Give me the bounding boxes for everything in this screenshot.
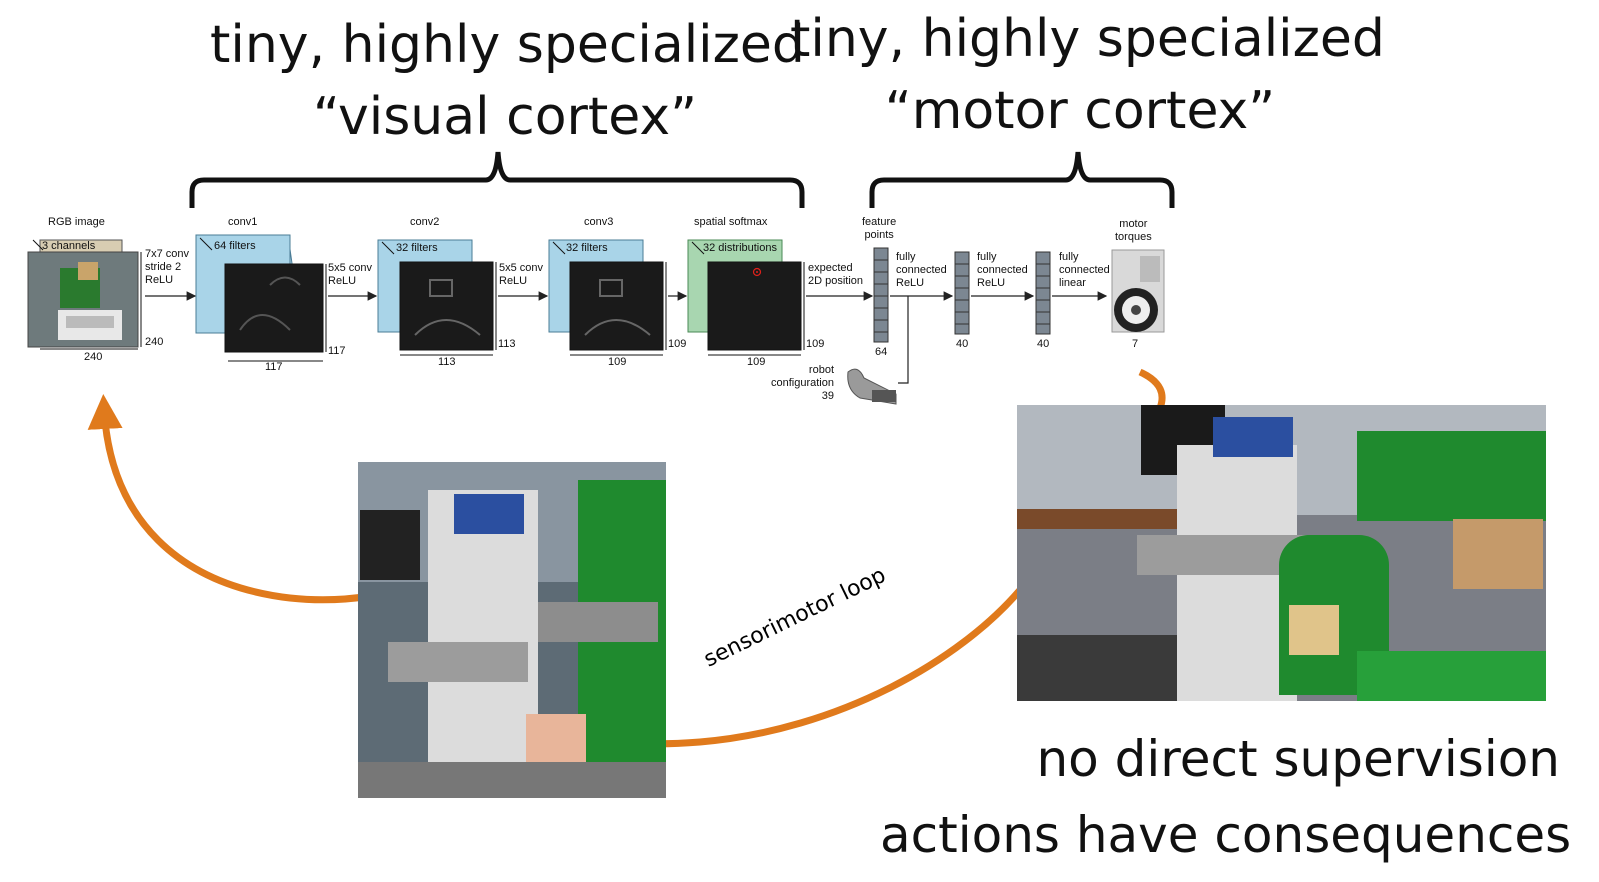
fc1-label: fully connected ReLU bbox=[896, 251, 947, 290]
visual-heading-line1: tiny, highly specialized bbox=[210, 15, 805, 75]
feature-points-label: feature points bbox=[862, 216, 896, 242]
motor-count-label: 7 bbox=[1132, 338, 1139, 350]
fc3-line3: linear bbox=[1059, 277, 1086, 289]
fc2-column bbox=[1035, 251, 1051, 335]
visual-cortex-heading: tiny, highly specialized “visual cortex” bbox=[210, 14, 805, 148]
motor-image bbox=[1111, 249, 1165, 333]
feature-line1: feature bbox=[862, 216, 897, 228]
fc2-count-label: 40 bbox=[1037, 338, 1050, 350]
fc2-line2: connected bbox=[977, 264, 1028, 276]
conv2-filters-label: 32 filters bbox=[396, 242, 438, 254]
conv3-height-label: 109 bbox=[668, 338, 687, 350]
feature-points-column bbox=[873, 247, 889, 343]
rgb-image-stack bbox=[27, 239, 139, 348]
conv1-height-label: 117 bbox=[328, 345, 346, 357]
robot-photo-right bbox=[1017, 405, 1546, 701]
fc2-label: fully connected ReLU bbox=[977, 251, 1028, 290]
fc1-line3: ReLU bbox=[896, 277, 925, 289]
expected-line1: expected bbox=[808, 262, 853, 274]
motor-line1: motor bbox=[1119, 218, 1148, 230]
op1-line3: ReLU bbox=[145, 274, 174, 286]
fc2-line1: fully bbox=[977, 251, 997, 263]
motor-line2: torques bbox=[1115, 231, 1152, 243]
expected-line2: 2D position bbox=[808, 275, 864, 287]
softmax-label: spatial softmax bbox=[694, 216, 768, 228]
fc1-count-label: 40 bbox=[956, 338, 969, 350]
conv2-width-label: 113 bbox=[438, 356, 456, 368]
fc3-label: fully connected linear bbox=[1059, 251, 1110, 290]
op3-line2: ReLU bbox=[499, 275, 528, 287]
op1-label: 7x7 conv stride 2 ReLU bbox=[145, 248, 189, 287]
op1-line1: 7x7 conv bbox=[145, 248, 190, 260]
op2-label: 5x5 conv ReLU bbox=[328, 262, 372, 288]
conv3-filters-label: 32 filters bbox=[566, 242, 608, 254]
rgb-width-label: 240 bbox=[84, 351, 103, 363]
op3-label: 5x5 conv ReLU bbox=[499, 262, 543, 288]
bottom-line2: actions have consequences bbox=[880, 806, 1572, 864]
conv3-stack bbox=[548, 239, 664, 351]
rgb-image-label: RGB image bbox=[48, 216, 105, 228]
softmax-height-label: 109 bbox=[806, 338, 825, 350]
fc1-column bbox=[954, 251, 970, 335]
robot-config-line1: robot bbox=[808, 364, 834, 376]
softmax-dists-label: 32 distributions bbox=[703, 242, 777, 254]
robot-config-label: robot configuration 39 bbox=[766, 364, 834, 403]
robot-photo-left bbox=[358, 462, 666, 798]
robot-arm-image bbox=[847, 368, 897, 405]
op2-line1: 5x5 conv bbox=[328, 262, 373, 274]
fc1-line1: fully bbox=[896, 251, 916, 263]
motor-heading-line1: tiny, highly specialized bbox=[790, 9, 1385, 69]
motor-heading-line2: “motor cortex” bbox=[884, 81, 1276, 141]
conv1-stack bbox=[195, 234, 324, 353]
fc2-line3: ReLU bbox=[977, 277, 1006, 289]
fc3-line2: connected bbox=[1059, 264, 1110, 276]
conv1-filters-label: 64 filters bbox=[214, 240, 256, 252]
rgb-channels-label: 3 channels bbox=[42, 240, 96, 252]
expected-position-label: expected 2D position bbox=[808, 262, 863, 288]
softmax-stack bbox=[687, 239, 802, 351]
rgb-height-label: 240 bbox=[145, 336, 164, 348]
fc1-line2: connected bbox=[896, 264, 947, 276]
softmax-width-label: 109 bbox=[747, 356, 766, 368]
robot-config-line2: configuration bbox=[771, 377, 834, 389]
op2-line2: ReLU bbox=[328, 275, 357, 287]
loop-arrow-top-right bbox=[1138, 368, 1166, 410]
motor-brace bbox=[869, 151, 1175, 208]
feature-line2: points bbox=[864, 229, 894, 241]
conv1-label: conv1 bbox=[228, 216, 258, 228]
visual-heading-line2: “visual cortex” bbox=[312, 87, 698, 147]
conv2-height-label: 113 bbox=[498, 338, 516, 350]
motor-cortex-heading: tiny, highly specialized “motor cortex” bbox=[790, 8, 1385, 142]
conv1-width-label: 117 bbox=[265, 361, 283, 373]
conv2-stack bbox=[377, 239, 494, 351]
op1-line2: stride 2 bbox=[145, 261, 182, 273]
op3-line1: 5x5 conv bbox=[499, 262, 544, 274]
fc3-line1: fully bbox=[1059, 251, 1079, 263]
motor-torques-label: motor torques bbox=[1115, 218, 1152, 244]
robot-config-count: 39 bbox=[821, 390, 834, 402]
conv3-width-label: 109 bbox=[608, 356, 627, 368]
bottom-line1: no direct supervision bbox=[1036, 730, 1560, 788]
conv2-label: conv2 bbox=[410, 216, 440, 228]
bottom-summary: no direct supervision actions have conse… bbox=[880, 725, 1572, 869]
feature-count-label: 64 bbox=[875, 346, 888, 358]
visual-brace bbox=[189, 151, 805, 208]
conv3-label: conv3 bbox=[584, 216, 614, 228]
